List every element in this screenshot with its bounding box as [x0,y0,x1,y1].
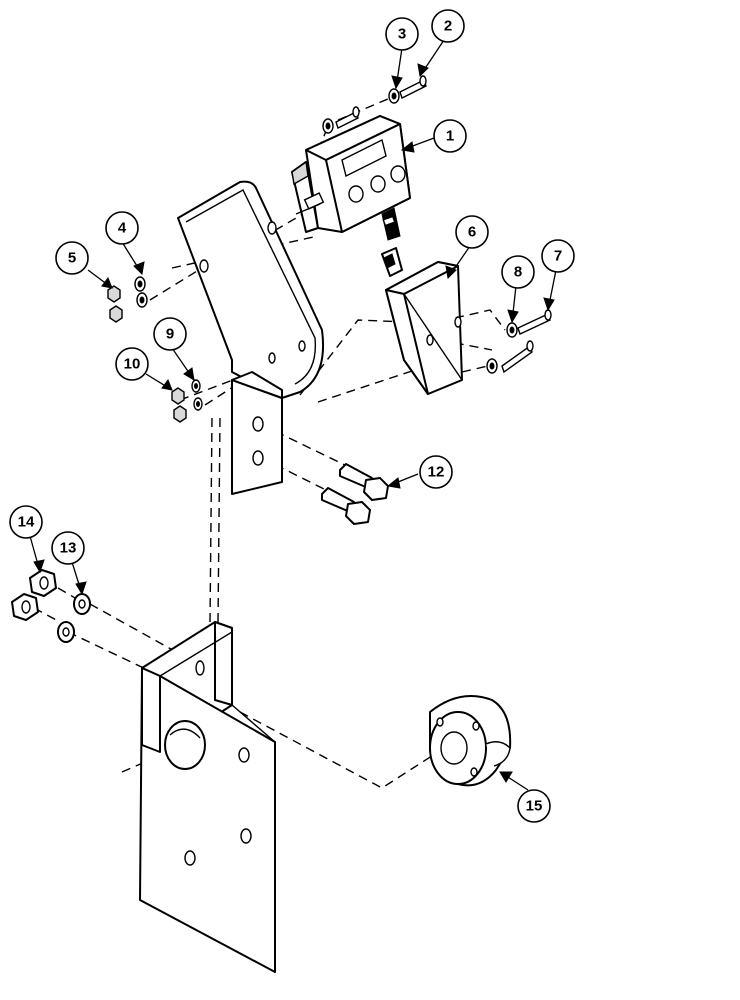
callout-12-label: 12 [428,464,445,481]
callout-2-label: 2 [444,18,452,35]
washers [57,88,518,643]
mounting-plate [177,180,324,495]
sensor-housing [385,261,463,395]
leader-lines [29,39,557,791]
callout-13: 13 [51,531,85,565]
callout-6-label: 6 [468,224,476,241]
callout-9-label: 9 [166,326,174,343]
callout-12: 12 [419,455,453,489]
callout-4: 4 [105,211,139,245]
nuts [11,285,187,621]
rotor-coupler [429,695,512,787]
callout-7: 7 [541,239,575,273]
callout-9: 9 [153,317,187,351]
callout-6: 6 [455,215,489,249]
display-unit [291,115,411,233]
hex-bolts [321,463,389,525]
callout-8: 8 [501,255,535,289]
callout-14: 14 [9,505,43,539]
angle-bracket [139,621,276,973]
callout-15-label: 15 [526,798,543,815]
callout-10-label: 10 [124,356,141,373]
callout-1-label: 1 [446,128,454,145]
callout-13-label: 13 [60,540,77,557]
callout-2: 2 [431,9,465,43]
callout-15: 15 [517,789,551,823]
callout-4-label: 4 [118,220,127,237]
callout-10: 10 [115,347,149,381]
arrowheads [33,63,555,783]
callout-8-label: 8 [514,264,522,281]
small-screws [335,75,552,374]
callout-3: 3 [385,17,419,51]
callout-3-label: 3 [398,26,406,43]
callout-5: 5 [55,241,89,275]
callout-1: 1 [433,119,467,153]
callout-5-label: 5 [68,250,76,267]
connector [381,207,403,277]
callout-7-label: 7 [554,248,562,265]
callout-14-label: 14 [18,514,35,531]
